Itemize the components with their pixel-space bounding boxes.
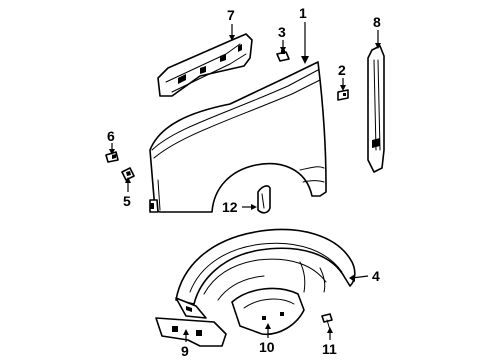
callout-1: 1 [299, 5, 307, 21]
callout-5: 5 [123, 193, 131, 209]
callout-4: 4 [372, 268, 380, 284]
callout-10: 10 [259, 339, 275, 355]
callout-12: 12 [222, 199, 238, 215]
lower-bracket [155, 317, 227, 347]
callout-labels: 1 2 3 4 5 6 7 8 9 10 11 12 [107, 5, 381, 359]
callout-3: 3 [278, 24, 286, 40]
bracket-12 [257, 185, 271, 214]
support-bracket [157, 33, 253, 97]
fender-strip [367, 45, 385, 173]
clip-2 [337, 89, 349, 101]
fender-panel [149, 61, 327, 213]
callout-8: 8 [373, 14, 381, 30]
callout-9: 9 [181, 343, 189, 359]
callout-6: 6 [107, 128, 115, 144]
callout-11: 11 [322, 341, 337, 357]
leader-lines [109, 22, 381, 342]
callout-7: 7 [227, 7, 235, 23]
screw-11 [321, 313, 333, 331]
callout-2: 2 [338, 62, 346, 78]
clip-5 [121, 167, 135, 181]
